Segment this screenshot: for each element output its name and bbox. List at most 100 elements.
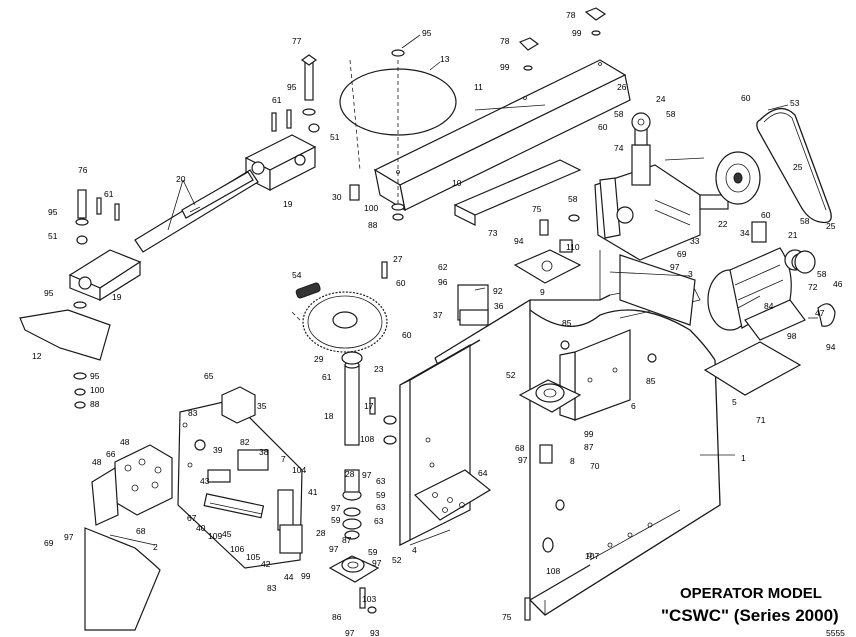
callout: 97: [345, 628, 355, 637]
hub: [341, 351, 363, 365]
callout: 37: [433, 310, 443, 320]
pillow-block-bottom: [328, 555, 380, 583]
callout: 95: [48, 207, 58, 217]
callout: 22: [718, 219, 728, 229]
callout: 59: [376, 490, 386, 500]
limit-switch: [817, 303, 836, 327]
callout: 74: [614, 143, 624, 153]
callout: 9: [540, 287, 545, 297]
callout: 40: [196, 523, 206, 533]
callout: 95: [44, 288, 54, 298]
bottom-cover: [84, 527, 161, 631]
callout: 95: [90, 371, 100, 381]
v-belt: [756, 108, 832, 224]
callout: 63: [376, 502, 386, 512]
callout: 88: [368, 220, 378, 230]
callout: 8: [570, 456, 575, 466]
callout: 38: [259, 447, 269, 457]
callout: 97: [518, 455, 528, 465]
callout: 83: [188, 408, 198, 418]
callout: 52: [392, 555, 402, 565]
callout: 54: [292, 270, 302, 280]
callout: 75: [502, 612, 512, 622]
callout: 106: [230, 544, 244, 554]
callout: 13: [440, 54, 450, 64]
callout: 110: [566, 242, 580, 252]
callout: 12: [32, 351, 42, 361]
callout: 72: [808, 282, 818, 292]
callout: 21: [788, 230, 798, 240]
callout: 86: [332, 612, 342, 622]
callout: 43: [200, 476, 210, 486]
callout: 88: [90, 399, 100, 409]
callout: 25: [826, 221, 836, 231]
callout: 17: [364, 401, 374, 411]
callout: 97: [64, 532, 74, 542]
callout: 84: [764, 301, 774, 311]
callout: 64: [478, 468, 488, 478]
bearing-stack: [342, 469, 362, 540]
callout: 77: [292, 36, 302, 46]
callout: 92: [493, 286, 503, 296]
channel-rail: [453, 159, 582, 226]
callout: 60: [396, 278, 406, 288]
callout: 96: [438, 277, 448, 287]
callout: 99: [301, 571, 311, 581]
callout: 69: [677, 249, 687, 259]
callout: 27: [393, 254, 403, 264]
callout: 87: [584, 442, 594, 452]
fasteners: [73, 7, 816, 621]
drawing-code: 5555: [826, 628, 845, 637]
callout: 58: [568, 194, 578, 204]
callout: 4: [412, 545, 417, 555]
callout: 29: [314, 354, 324, 364]
callout: 6: [631, 401, 636, 411]
main-beam: [373, 59, 631, 212]
callout: 19: [112, 292, 122, 302]
callout: 51: [330, 132, 340, 142]
callout: 69: [44, 538, 54, 548]
callout: 94: [826, 342, 836, 352]
callout: 53: [790, 98, 800, 108]
callout: 73: [488, 228, 498, 238]
back-panel: [619, 254, 696, 326]
leader-lines: [109, 34, 789, 546]
shaft-rods: [134, 169, 259, 253]
callout: 95: [422, 28, 432, 38]
callout: 39: [213, 445, 223, 455]
callout: 67: [187, 513, 197, 523]
callout: 97: [331, 503, 341, 513]
callout: 52: [506, 370, 516, 380]
callout: 1: [741, 453, 746, 463]
callout: 48: [92, 457, 102, 467]
callout: 93: [370, 628, 380, 637]
large-sprocket: [289, 291, 388, 353]
callout: 19: [283, 199, 293, 209]
callout: 104: [292, 465, 306, 475]
callout: 98: [787, 331, 797, 341]
callout: 61: [104, 189, 114, 199]
callout: 70: [590, 461, 600, 471]
callout: 63: [376, 476, 386, 486]
callout: 103: [362, 594, 376, 604]
callout: 62: [438, 262, 448, 272]
callout: 78: [500, 36, 510, 46]
bearing-plate: [513, 249, 582, 284]
callout: 5: [732, 397, 737, 407]
callout: 75: [532, 204, 542, 214]
callout: 61: [272, 95, 282, 105]
callout: 46: [833, 279, 843, 289]
callout: 28: [316, 528, 326, 538]
callout: 33: [690, 236, 700, 246]
callout: 58: [800, 216, 810, 226]
callout: 10: [452, 178, 462, 188]
callout: 94: [514, 236, 524, 246]
callout: 7: [281, 454, 286, 464]
callout-labels: 95 13 78 99 77 95 61 51 78 99 11 26 24 5…: [32, 10, 843, 637]
callout: 36: [494, 301, 504, 311]
callout: 28: [345, 469, 355, 479]
callout: 25: [793, 162, 803, 172]
callout: 60: [402, 330, 412, 340]
